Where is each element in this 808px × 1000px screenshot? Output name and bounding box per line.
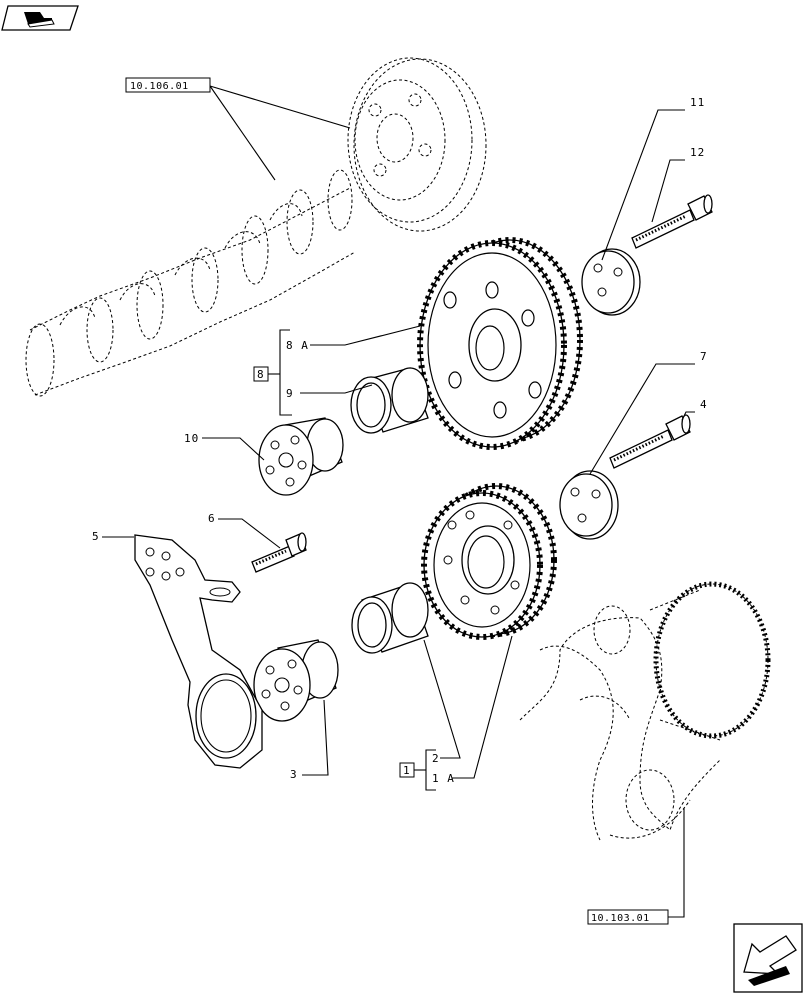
bolt-4 (609, 414, 691, 469)
callout-2: 2 (432, 752, 440, 765)
callout-6: 6 (208, 512, 216, 525)
washer-11 (581, 248, 641, 316)
callout-11: 11 (690, 96, 705, 109)
callout-1a: 1 A (432, 772, 455, 785)
callout-1: 1 (403, 764, 411, 777)
reference-crankshaft-label: 10.103.01 (591, 913, 650, 924)
callout-8a: 8 A (286, 339, 309, 352)
book-icon[interactable] (1, 5, 79, 31)
reference-camshaft[interactable]: 10.106.01 (125, 77, 211, 93)
callout-7: 7 (700, 350, 708, 363)
callout-8: 8 (257, 368, 265, 381)
bolt-12 (631, 194, 713, 249)
bolt-6 (251, 532, 307, 573)
bracket-5 (134, 534, 263, 769)
reference-crankshaft[interactable]: 10.103.01 (587, 909, 669, 925)
crankshaft-outline (519, 581, 771, 841)
callout-10: 10 (184, 432, 199, 445)
large-idler-gear (417, 237, 583, 450)
callout-9: 9 (286, 387, 294, 400)
callout-1-box[interactable]: 1 (399, 762, 415, 778)
callout-5: 5 (92, 530, 100, 543)
callout-8-box[interactable]: 8 (253, 366, 269, 382)
callout-12: 12 (690, 146, 705, 159)
spacer-3 (253, 639, 339, 722)
callout-3: 3 (290, 768, 298, 781)
spacer-10 (258, 417, 344, 496)
camshaft-outline (25, 169, 356, 397)
bushing-9 (350, 367, 429, 434)
washer-7 (559, 470, 619, 540)
arrow-back-icon[interactable] (733, 923, 803, 993)
callout-4: 4 (700, 398, 708, 411)
small-idler-gear (421, 483, 557, 640)
reference-camshaft-label: 10.106.01 (130, 81, 189, 92)
camshaft-gear-outline (347, 57, 487, 232)
bushing-2 (351, 582, 429, 654)
